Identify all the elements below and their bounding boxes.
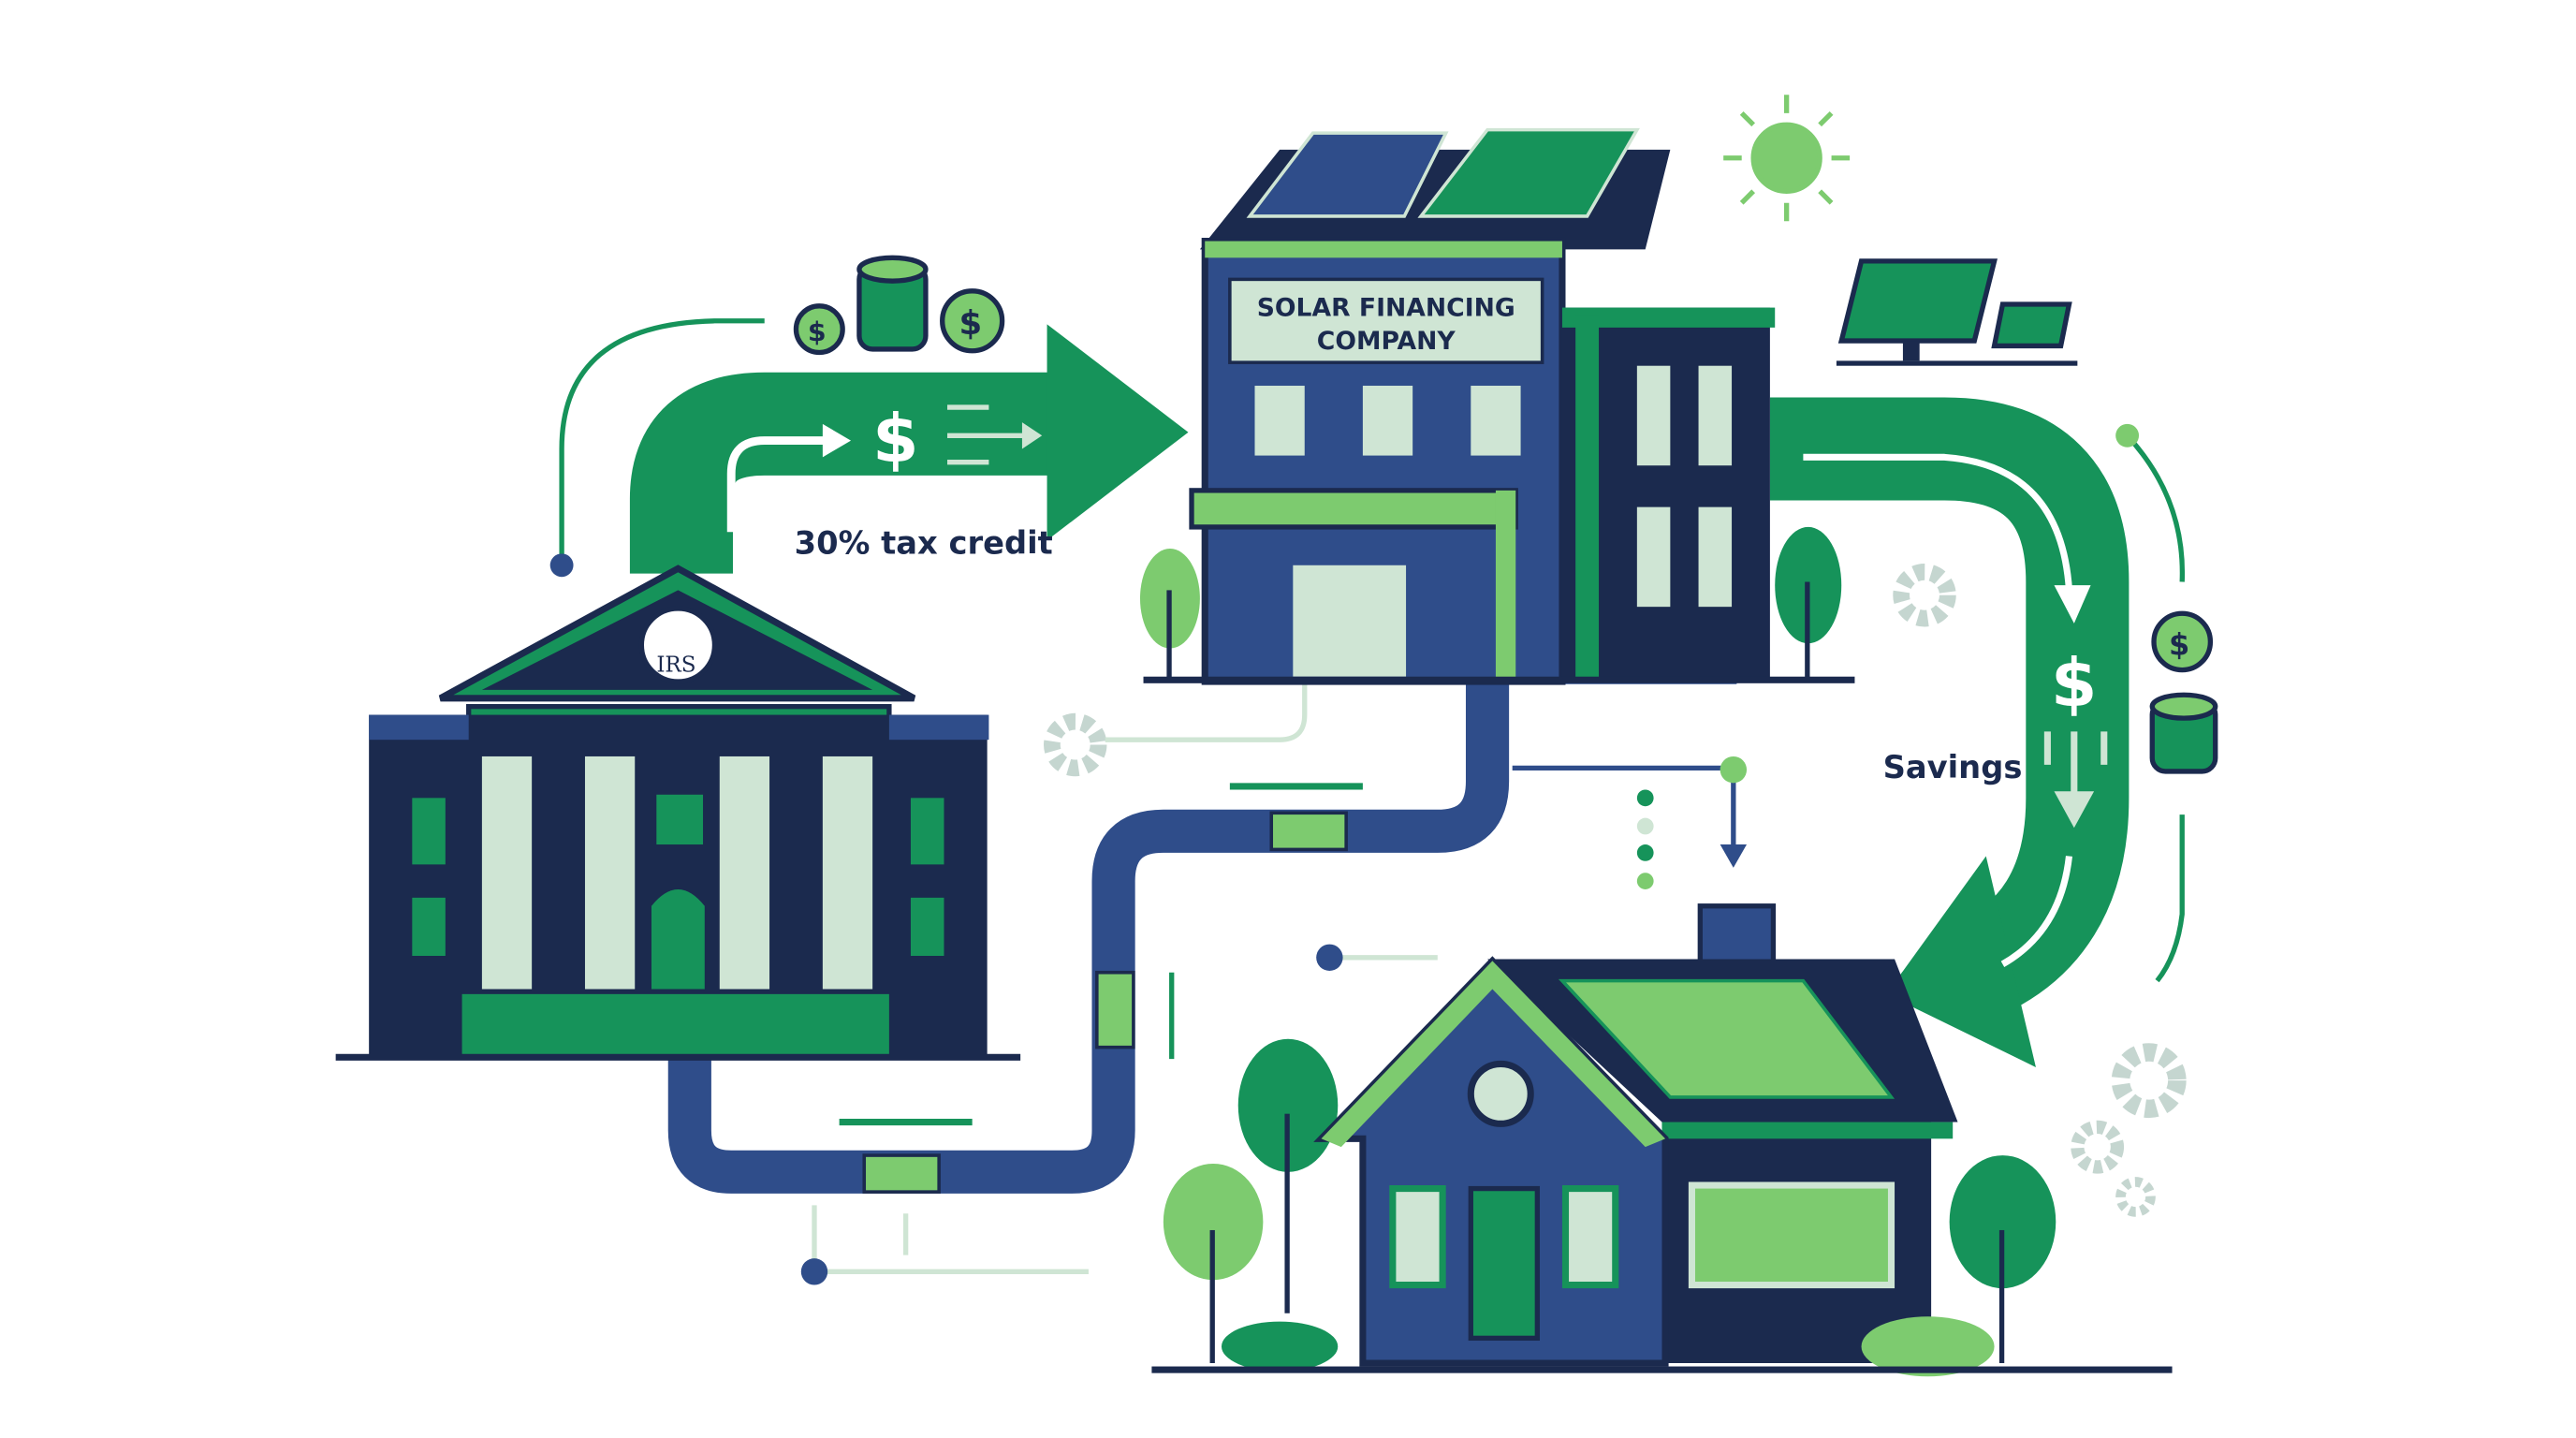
solar-panel-icon — [1836, 258, 2078, 366]
tax-credit-arrow: $ — [629, 324, 1189, 574]
coins-icon: $ — [2149, 610, 2218, 774]
connector-line — [559, 318, 765, 565]
irs-building: IRS — [335, 565, 1021, 1061]
dollar-bill-icon — [862, 811, 1348, 1194]
svg-text:$: $ — [808, 316, 827, 347]
svg-text:$: $ — [2169, 627, 2189, 663]
tree-icon — [1139, 526, 1842, 679]
svg-text:$: $ — [959, 304, 982, 343]
dollar-sign: $ — [2051, 645, 2097, 723]
solar-financing-company-building: SOLAR FINANCING COMPANY — [1143, 127, 1855, 685]
sun-icon — [1723, 95, 1851, 222]
tax-credit-label: 30% tax credit — [795, 524, 1053, 561]
savings-label: Savings — [1883, 749, 2023, 785]
coins-icon: $ $ — [793, 255, 1005, 356]
gear-icon — [1044, 563, 2187, 1217]
irs-label: IRS — [656, 653, 695, 677]
savings-arrow: $ — [1769, 397, 2130, 1067]
dollar-sign: $ — [872, 401, 918, 478]
company-sign-line1: SOLAR FINANCING — [1257, 293, 1515, 322]
house — [1151, 903, 2173, 1377]
company-sign-line2: COMPANY — [1317, 327, 1456, 356]
